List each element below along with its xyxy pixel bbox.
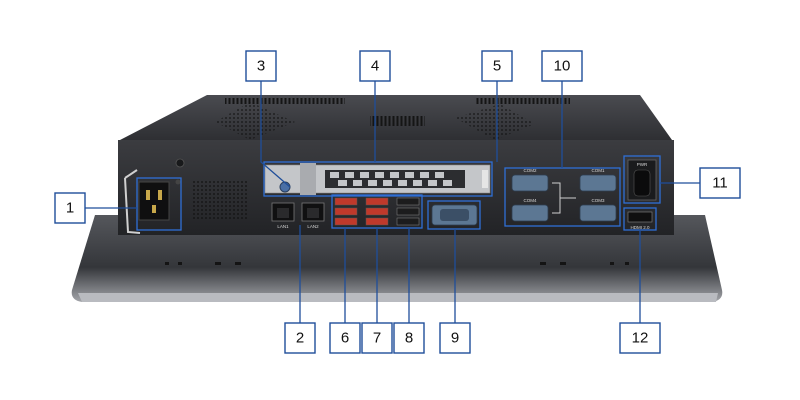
callout-10: 10	[541, 50, 583, 82]
chassis-top	[120, 95, 672, 140]
lan1-label: LAN1	[277, 224, 289, 229]
highlight-com-single	[427, 200, 481, 230]
com2-label: COM2	[523, 168, 536, 173]
callout-7: 7	[361, 322, 393, 354]
display-panel	[71, 215, 723, 302]
serial-port-single	[431, 204, 478, 226]
usb-ports	[334, 197, 420, 226]
leader-lines	[85, 81, 700, 323]
callout-6: 6	[329, 322, 361, 354]
callout-label: 9	[451, 330, 459, 347]
callout-label: 12	[632, 330, 649, 347]
lan-ports: LAN1 LAN2	[271, 202, 325, 229]
highlight-power-switch	[623, 155, 661, 204]
hdmi-port: HDMI 2.0	[627, 211, 653, 230]
callout-label: 5	[493, 58, 501, 75]
ground-screw	[175, 158, 185, 168]
com3-label: COM3	[591, 198, 604, 203]
highlight-expansion-slot	[263, 161, 493, 197]
com1-label: COM1	[591, 168, 604, 173]
serial-port-group: COM2 COM1 COM4 COM3	[511, 168, 617, 222]
callout-5: 5	[481, 50, 513, 82]
callout-9: 9	[439, 322, 471, 354]
callout-3: 3	[245, 50, 277, 82]
callout-1: 1	[54, 192, 86, 224]
callout-12: 12	[619, 322, 661, 354]
callout-label: 11	[712, 175, 728, 192]
callout-label: 1	[66, 200, 74, 217]
power-inlet	[124, 169, 181, 234]
callout-label: 6	[341, 330, 349, 347]
callout-label: 7	[373, 330, 381, 347]
hdmi-label: HDMI 2.0	[630, 225, 650, 230]
callout-2: 2	[284, 322, 316, 354]
highlight-power-inlet	[136, 177, 182, 231]
expansion-slot-bracket	[264, 163, 491, 195]
callout-11: 11	[699, 167, 741, 199]
vent-grille	[192, 180, 247, 220]
callout-label: 2	[296, 330, 304, 347]
callout-4: 4	[359, 50, 391, 82]
callout-label: 4	[371, 58, 379, 75]
com4-label: COM4	[523, 198, 536, 203]
callout-8: 8	[393, 322, 425, 354]
pwr-label: PWR	[637, 162, 648, 167]
callout-label: 3	[257, 58, 265, 75]
lan2-label: LAN2	[307, 224, 319, 229]
panel-mount-slots	[165, 262, 629, 265]
power-switch: PWR	[627, 159, 657, 201]
callout-label: 8	[405, 330, 413, 347]
callout-label: 10	[554, 58, 571, 75]
